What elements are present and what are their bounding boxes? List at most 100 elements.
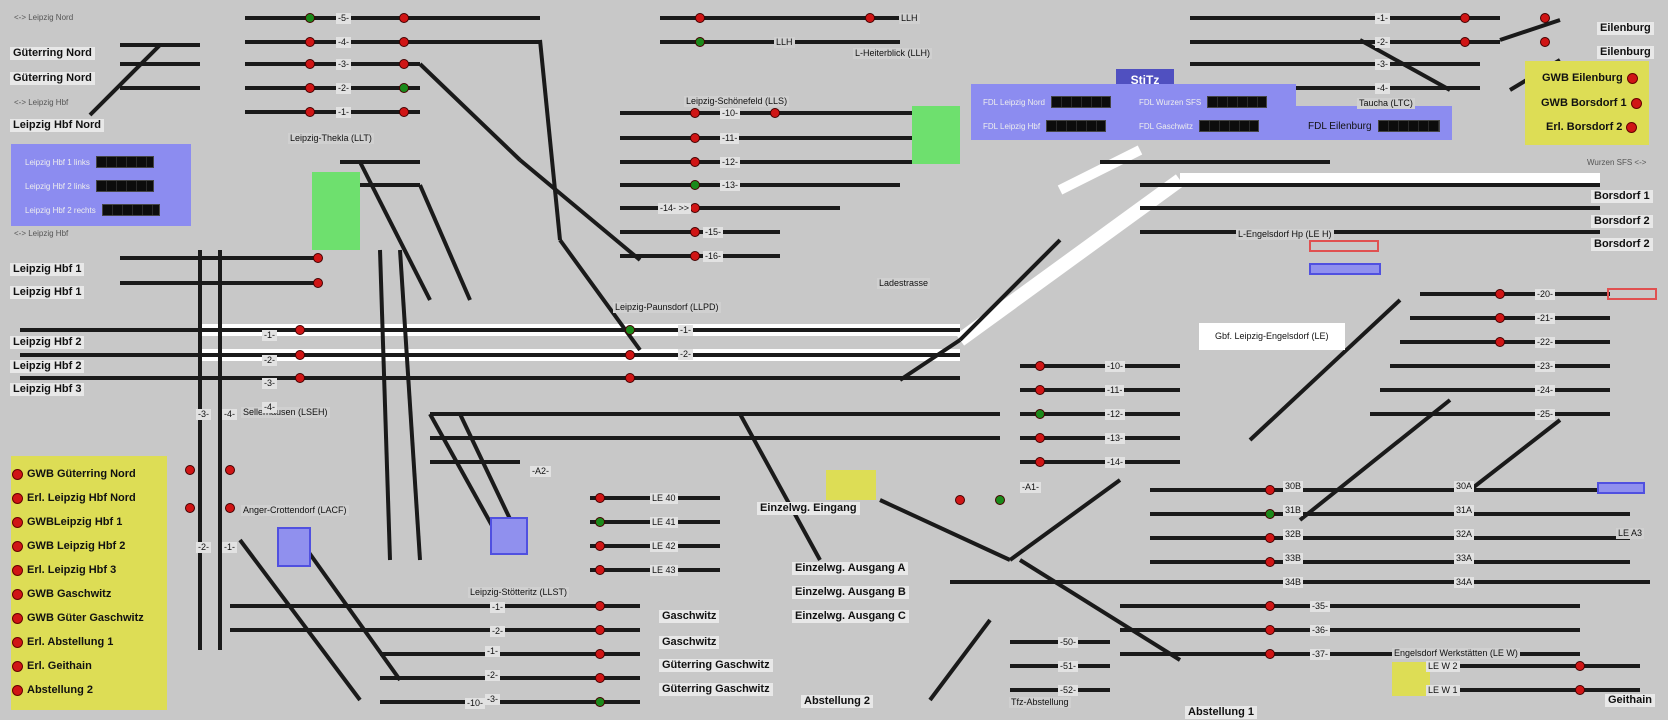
signal-icon[interactable]	[1575, 661, 1585, 671]
exit-gueterring-gaschwitz-2[interactable]: Güterring Gaschwitz	[659, 683, 773, 696]
signal-icon[interactable]	[690, 180, 700, 190]
signal-icon[interactable]	[295, 325, 305, 335]
button-erl-abstellung-1[interactable]: Erl. Abstellung 1	[12, 633, 113, 651]
signal-icon[interactable]	[1265, 625, 1275, 635]
exit-gueterring-nord-1[interactable]: Güterring Nord	[10, 47, 95, 60]
signal-icon[interactable]	[1035, 385, 1045, 395]
signal-icon[interactable]	[305, 107, 315, 117]
signal-icon[interactable]	[1575, 685, 1585, 695]
exit-borsdorf-2b[interactable]: Borsdorf 2	[1591, 238, 1653, 251]
signal-icon[interactable]	[225, 465, 235, 475]
exit-eilenburg-1[interactable]: Eilenburg	[1597, 22, 1654, 35]
signal-icon[interactable]	[695, 37, 705, 47]
signal-icon[interactable]	[295, 350, 305, 360]
button-gwb-leipzig-hbf-2[interactable]: GWB Leipzig Hbf 2	[12, 537, 125, 555]
button-erl-borsdorf-2[interactable]: Erl. Borsdorf 2	[1546, 118, 1638, 136]
signal-icon[interactable]	[305, 37, 315, 47]
button-erl-leipzig-hbf-3[interactable]: Erl. Leipzig Hbf 3	[12, 561, 116, 579]
signal-icon[interactable]	[595, 541, 605, 551]
exit-leipzig-hbf-3[interactable]: Leipzig Hbf 3	[10, 383, 85, 396]
exit-borsdorf-2a[interactable]: Borsdorf 2	[1591, 215, 1653, 228]
label-einzelwg-ausgang-a[interactable]: Einzelwg. Ausgang A	[792, 562, 909, 575]
signal-icon[interactable]	[595, 673, 605, 683]
signal-icon[interactable]	[1035, 433, 1045, 443]
signal-icon[interactable]	[1265, 533, 1275, 543]
exit-gaschwitz-1[interactable]: Gaschwitz	[659, 610, 720, 623]
signal-icon[interactable]	[690, 157, 700, 167]
exit-leipzig-hbf-nord[interactable]: Leipzig Hbf Nord	[10, 119, 104, 132]
signal-icon[interactable]	[595, 649, 605, 659]
label-einzelwg-ausgang-c[interactable]: Einzelwg. Ausgang C	[792, 610, 909, 623]
signal-icon[interactable]	[399, 37, 409, 47]
stitz-row-fdl-leipzig-nord[interactable]: FDL Leipzig Nord	[983, 94, 1111, 110]
button-gwb-gueter-gaschwitz[interactable]: GWB Güter Gaschwitz	[12, 609, 144, 627]
signal-icon[interactable]	[1035, 361, 1045, 371]
signal-icon[interactable]	[1035, 457, 1045, 467]
exit-leipzig-hbf-2b[interactable]: Leipzig Hbf 2	[10, 360, 85, 373]
signal-icon[interactable]	[595, 625, 605, 635]
stitz-row-fdl-eilenburg[interactable]: FDL Eilenburg	[1308, 118, 1440, 134]
signal-icon[interactable]	[399, 83, 409, 93]
signal-icon[interactable]	[1495, 337, 1505, 347]
signal-icon[interactable]	[1460, 13, 1470, 23]
button-gwb-gaschwitz[interactable]: GWB Gaschwitz	[12, 585, 111, 603]
signal-icon[interactable]	[595, 517, 605, 527]
signal-icon[interactable]	[1495, 313, 1505, 323]
signal-icon[interactable]	[995, 495, 1005, 505]
exit-geithain[interactable]: Geithain	[1605, 694, 1656, 707]
signal-icon[interactable]	[770, 108, 780, 118]
signal-icon[interactable]	[595, 697, 605, 707]
signal-icon[interactable]	[1495, 289, 1505, 299]
button-erl-geithain[interactable]: Erl. Geithain	[12, 657, 92, 675]
signal-icon[interactable]	[1540, 37, 1550, 47]
signal-icon[interactable]	[313, 253, 323, 263]
signal-icon[interactable]	[695, 13, 705, 23]
label-einzelwg-ausgang-b[interactable]: Einzelwg. Ausgang B	[792, 586, 909, 599]
signal-icon[interactable]	[595, 601, 605, 611]
signal-icon[interactable]	[1265, 649, 1275, 659]
signal-icon[interactable]	[955, 495, 965, 505]
exit-leipzig-hbf-2a[interactable]: Leipzig Hbf 2	[10, 336, 85, 349]
signal-icon[interactable]	[595, 565, 605, 575]
button-gwb-borsdorf-1[interactable]: GWB Borsdorf 1	[1541, 94, 1642, 112]
signal-icon[interactable]	[305, 59, 315, 69]
button-gwb-eilenburg[interactable]: GWB Eilenburg	[1542, 69, 1638, 87]
signal-icon[interactable]	[625, 325, 635, 335]
signal-icon[interactable]	[185, 465, 195, 475]
exit-gaschwitz-2[interactable]: Gaschwitz	[659, 636, 720, 649]
exit-leipzig-hbf-1b[interactable]: Leipzig Hbf 1	[10, 286, 85, 299]
signal-icon[interactable]	[690, 133, 700, 143]
signal-icon[interactable]	[1265, 485, 1275, 495]
signal-icon[interactable]	[313, 278, 323, 288]
signal-icon[interactable]	[1035, 409, 1045, 419]
signal-icon[interactable]	[225, 503, 235, 513]
signal-icon[interactable]	[295, 373, 305, 383]
signal-icon[interactable]	[865, 13, 875, 23]
signal-icon[interactable]	[690, 227, 700, 237]
signal-icon[interactable]	[625, 350, 635, 360]
signal-icon[interactable]	[1265, 601, 1275, 611]
stitz-row-fdl-wurzen-sfs[interactable]: FDL Wurzen SFS	[1139, 94, 1268, 110]
exit-borsdorf-1[interactable]: Borsdorf 1	[1591, 190, 1653, 203]
signal-icon[interactable]	[1540, 13, 1550, 23]
exit-gueterring-gaschwitz-1[interactable]: Güterring Gaschwitz	[659, 659, 773, 672]
signal-icon[interactable]	[690, 251, 700, 261]
stitz-row-fdl-gaschwitz[interactable]: FDL Gaschwitz	[1139, 118, 1259, 134]
signal-icon[interactable]	[1265, 557, 1275, 567]
signal-icon[interactable]	[625, 373, 635, 383]
exit-abstellung-1[interactable]: Abstellung 1	[1185, 706, 1258, 719]
button-abstellung-2[interactable]: Abstellung 2	[12, 681, 93, 699]
signal-icon[interactable]	[399, 59, 409, 69]
label-einzelwg-eingang[interactable]: Einzelwg. Eingang	[757, 502, 860, 515]
exit-abstellung-2[interactable]: Abstellung 2	[801, 695, 874, 708]
signal-icon[interactable]	[1460, 37, 1470, 47]
button-erl-leipzig-hbf-nord[interactable]: Erl. Leipzig Hbf Nord	[12, 489, 136, 507]
signal-icon[interactable]	[595, 493, 605, 503]
signal-icon[interactable]	[305, 13, 315, 23]
signal-icon[interactable]	[399, 13, 409, 23]
exit-eilenburg-2[interactable]: Eilenburg	[1597, 46, 1654, 59]
button-gwb-leipzig-hbf-1[interactable]: GWBLeipzig Hbf 1	[12, 513, 122, 531]
signal-icon[interactable]	[399, 107, 409, 117]
stitz-row-fdl-leipzig-hbf[interactable]: FDL Leipzig Hbf	[983, 118, 1107, 134]
signal-icon[interactable]	[690, 203, 700, 213]
